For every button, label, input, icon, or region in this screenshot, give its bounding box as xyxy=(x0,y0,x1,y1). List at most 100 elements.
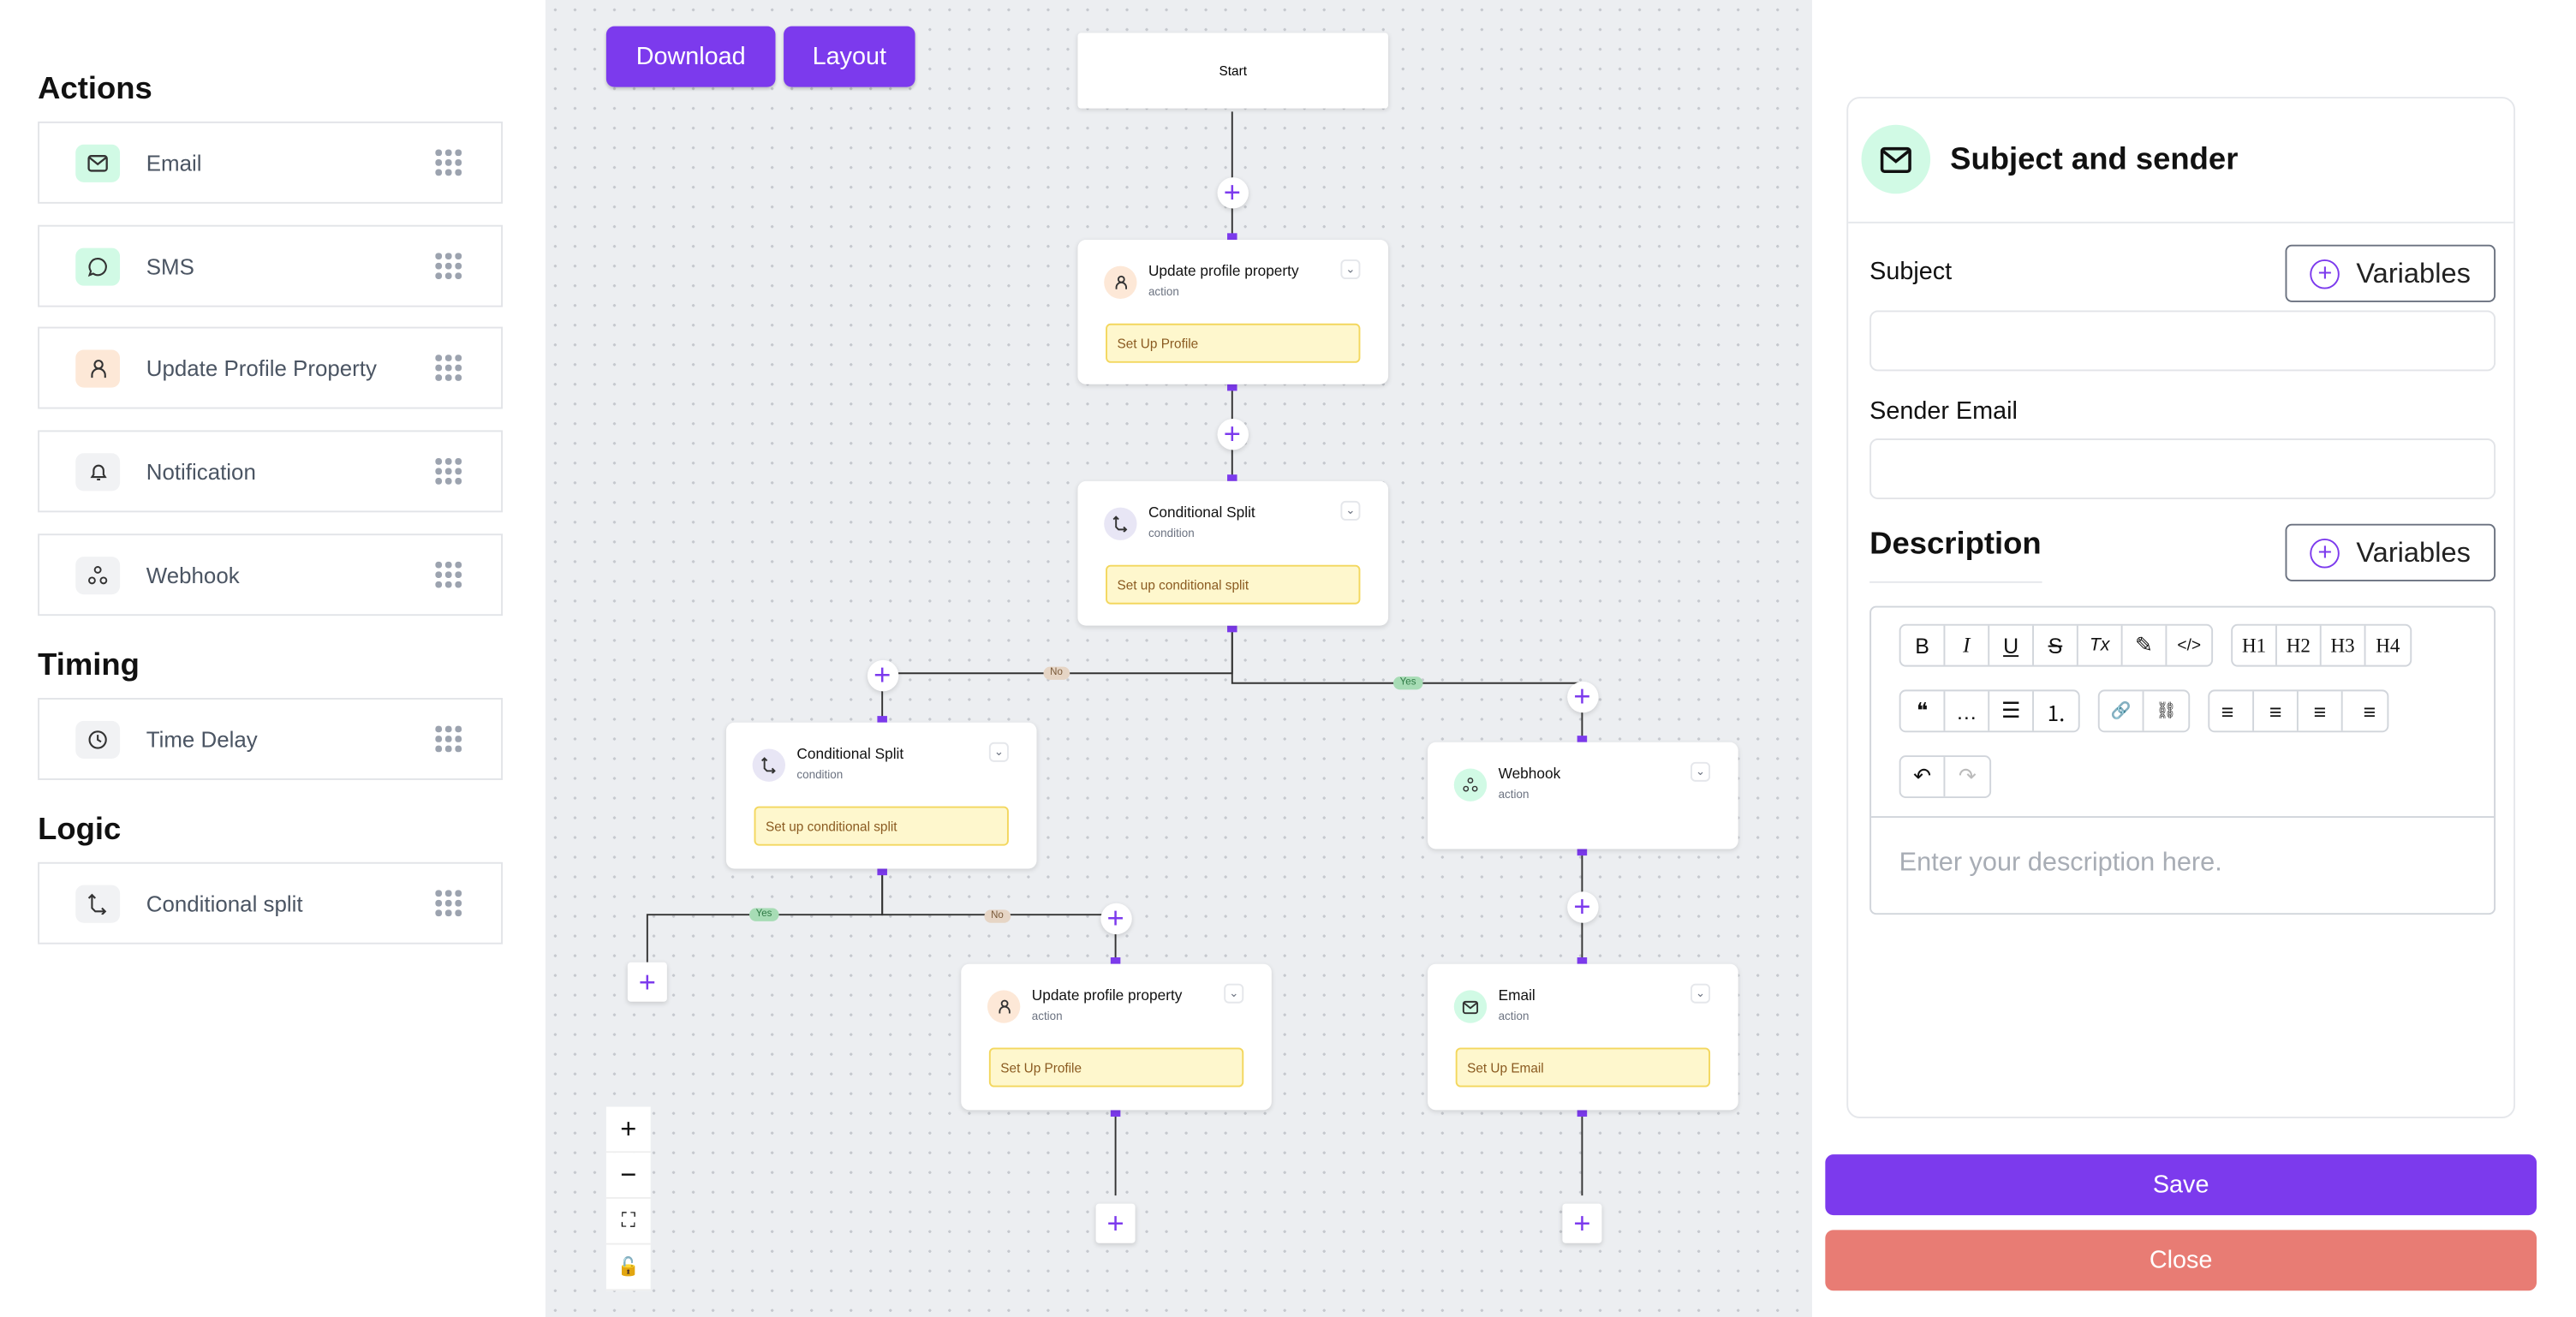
clear-format-button[interactable]: Tx xyxy=(2078,625,2123,665)
zoom-in-button[interactable]: + xyxy=(605,1106,651,1153)
redo-button[interactable]: ↷ xyxy=(1958,763,1977,789)
node-type: action xyxy=(1498,1011,1530,1023)
close-button[interactable]: Close xyxy=(1825,1230,2537,1291)
strikethrough-button[interactable]: S xyxy=(2034,625,2078,665)
italic-button[interactable]: I xyxy=(1945,625,1990,665)
h3-button[interactable]: H3 xyxy=(2322,625,2366,665)
node-setup-box[interactable]: Set Up Profile xyxy=(988,1047,1244,1088)
add-step-button[interactable]: + xyxy=(1100,902,1131,934)
link-button[interactable]: 🔗 xyxy=(2100,691,2144,731)
node-title: Conditional Split xyxy=(1148,504,1255,521)
download-button[interactable]: Download xyxy=(605,26,776,87)
drag-handle-icon[interactable] xyxy=(435,458,462,485)
drag-handle-icon[interactable] xyxy=(435,253,462,279)
subject-variables-button[interactable]: +Variables xyxy=(2285,244,2496,302)
zoom-out-button[interactable]: − xyxy=(605,1153,651,1199)
drag-handle-icon[interactable] xyxy=(435,561,462,588)
step-settings-panel: Subject and sender Subject +Variables Se… xyxy=(1811,0,2547,1317)
highlight-button[interactable]: ✎ xyxy=(2123,625,2168,665)
node-title: Update profile property xyxy=(1031,986,1183,1004)
node-setup-box[interactable]: Set up conditional split xyxy=(1106,564,1361,605)
flow-node-conditional-split[interactable]: Conditional Split condition ⌄ Set up con… xyxy=(725,722,1037,869)
underline-button[interactable]: U xyxy=(1989,625,2034,665)
add-step-button[interactable]: + xyxy=(1095,1203,1136,1243)
sidebar-item-email[interactable]: Email xyxy=(38,121,504,204)
align-toolbar-group: ≡≡≡≡ xyxy=(2208,689,2389,733)
h2-button[interactable]: H2 xyxy=(2277,625,2322,665)
flow-node-conditional-split[interactable]: Conditional Split condition ⌄ Set up con… xyxy=(1077,480,1389,626)
sidebar-item-conditional-split[interactable]: Conditional split xyxy=(38,861,504,945)
node-title: Email xyxy=(1498,986,1535,1004)
chevron-down-icon[interactable]: ⌄ xyxy=(988,742,1009,762)
subject-input[interactable] xyxy=(1869,310,2496,372)
node-type: condition xyxy=(796,770,844,782)
flow-node-webhook[interactable]: Webhook action ⌄ xyxy=(1428,742,1738,849)
chevron-down-icon[interactable]: ⌄ xyxy=(1690,983,1711,1004)
chevron-down-icon[interactable]: ⌄ xyxy=(1224,983,1244,1004)
description-variables-button[interactable]: +Variables xyxy=(2285,523,2496,581)
sidebar-item-update-profile-property[interactable]: Update Profile Property xyxy=(38,326,504,409)
node-setup-box[interactable]: Set Up Profile xyxy=(1106,323,1361,363)
code-button[interactable]: </> xyxy=(2177,636,2202,655)
drag-handle-icon[interactable] xyxy=(435,890,462,916)
add-step-button[interactable]: + xyxy=(866,658,898,691)
bold-button[interactable]: B xyxy=(1901,625,1946,665)
save-button[interactable]: Save xyxy=(1825,1154,2537,1216)
horizontal-rule-button[interactable]: … xyxy=(1945,691,1990,731)
node-type: condition xyxy=(1148,528,1195,540)
drag-handle-icon[interactable] xyxy=(435,725,462,753)
undo-button[interactable]: ↶ xyxy=(1901,757,1946,797)
start-node[interactable]: Start xyxy=(1077,33,1389,109)
sidebar-item-sms[interactable]: SMS xyxy=(38,224,504,307)
flow-node-update-profile[interactable]: Update profile property action ⌄ Set Up … xyxy=(961,963,1272,1111)
add-step-button[interactable]: + xyxy=(627,962,667,1002)
description-textarea[interactable]: Enter your description here. xyxy=(1899,849,2222,878)
mail-icon xyxy=(1453,990,1488,1023)
add-step-button[interactable]: + xyxy=(1562,1203,1602,1243)
lock-icon[interactable]: 🔓 xyxy=(605,1244,651,1291)
node-setup-box[interactable]: Set Up Email xyxy=(1455,1047,1711,1088)
chevron-down-icon[interactable]: ⌄ xyxy=(1690,761,1711,782)
add-step-button[interactable]: + xyxy=(1566,680,1598,712)
align-center-button[interactable]: ≡ xyxy=(2254,691,2299,731)
fit-view-icon[interactable]: ⛶ xyxy=(605,1198,651,1245)
add-step-button[interactable]: + xyxy=(1216,176,1249,208)
blockquote-button[interactable]: ❝ xyxy=(1901,691,1946,731)
plus-circle-icon: + xyxy=(2310,538,2340,568)
sidebar-item-time-delay[interactable]: Time Delay xyxy=(38,698,504,780)
chevron-down-icon[interactable]: ⌄ xyxy=(1340,259,1361,280)
divider xyxy=(1848,221,2514,223)
drag-handle-icon[interactable] xyxy=(435,149,462,176)
sender-email-input[interactable] xyxy=(1869,438,2496,499)
drag-handle-icon[interactable] xyxy=(435,355,462,381)
flow-node-email[interactable]: Email action ⌄ Set Up Email xyxy=(1428,963,1738,1111)
plus-circle-icon: + xyxy=(2310,259,2340,289)
sidebar-item-webhook[interactable]: Webhook xyxy=(38,533,504,617)
panel-title: Subject and sender xyxy=(1950,142,2239,178)
sidebar-item-label: Conditional split xyxy=(146,891,303,916)
flow-node-update-profile[interactable]: Update profile property action ⌄ Set Up … xyxy=(1077,239,1389,384)
align-right-button[interactable]: ≡ xyxy=(2363,698,2376,724)
h1-button[interactable]: H1 xyxy=(2233,625,2277,665)
split-icon xyxy=(1104,507,1137,540)
add-step-button[interactable]: + xyxy=(1566,891,1598,922)
h4-button[interactable]: H4 xyxy=(2376,633,2400,657)
chevron-down-icon[interactable]: ⌄ xyxy=(1340,500,1361,521)
ordered-list-button[interactable]: ⒈ xyxy=(2045,700,2067,725)
node-title: Webhook xyxy=(1498,765,1561,782)
layout-button[interactable]: Layout xyxy=(784,26,915,87)
unlink-button[interactable]: ⛓ xyxy=(2156,701,2177,720)
sidebar-item-label: Email xyxy=(146,150,202,176)
sidebar-item-notification[interactable]: Notification xyxy=(38,430,504,513)
section-title-logic: Logic xyxy=(38,813,122,848)
subject-sender-card: Subject and sender Subject +Variables Se… xyxy=(1846,97,2516,1118)
node-setup-box[interactable]: Set up conditional split xyxy=(754,806,1009,846)
add-step-button[interactable]: + xyxy=(1216,418,1249,450)
section-title-actions: Actions xyxy=(38,72,152,107)
align-left-button[interactable]: ≡ xyxy=(2209,691,2255,731)
description-label: Description xyxy=(1869,527,2042,583)
bullet-list-button[interactable]: ☰ xyxy=(1989,691,2034,731)
user-icon xyxy=(987,990,1021,1023)
align-justify-button[interactable]: ≡ xyxy=(2299,691,2343,731)
